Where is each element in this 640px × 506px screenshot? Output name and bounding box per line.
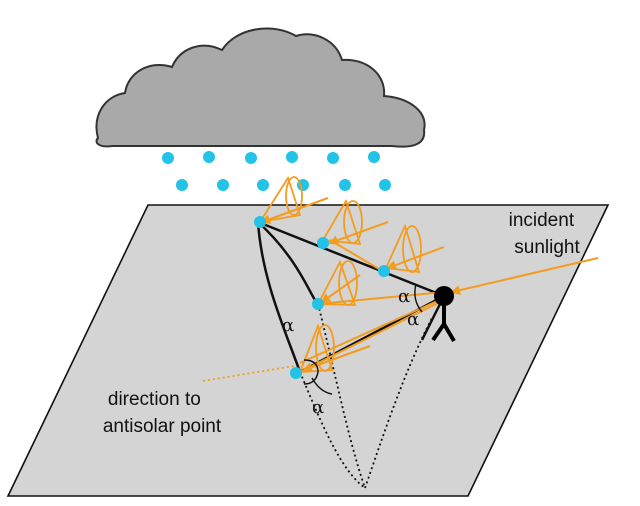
raindrop-icon xyxy=(203,151,215,163)
raindrop-icon xyxy=(379,179,391,191)
antisolar-label-line-2: antisolar point xyxy=(103,416,222,437)
ray-short xyxy=(302,345,371,372)
raindrop-icon xyxy=(290,367,302,379)
alpha-label-drop-upper: α xyxy=(282,315,294,336)
incident-sunlight-label: incident sunlight xyxy=(509,210,581,258)
raindrop-icon xyxy=(286,151,298,163)
raindrop-icon xyxy=(368,151,380,163)
cone-icon xyxy=(316,259,358,306)
raindrop-icon xyxy=(257,179,269,191)
incident-label-line-1: incident xyxy=(509,210,575,231)
light-cones xyxy=(258,175,422,373)
rainbow-arc-dotted-2 xyxy=(317,303,366,489)
raindrop-icon xyxy=(378,265,390,277)
ray-short xyxy=(328,221,389,245)
alpha-label-drop-lower: α xyxy=(312,397,324,418)
ray xyxy=(299,299,445,373)
raindrop-icon xyxy=(176,179,188,191)
cone-icon xyxy=(258,175,303,224)
incident-sunlight-arrow xyxy=(450,257,599,296)
raindrop-icon xyxy=(317,237,329,249)
raindrops xyxy=(162,151,391,191)
rainbow-drops xyxy=(254,216,390,379)
incident-label-line-2: sunlight xyxy=(514,237,580,258)
ray xyxy=(317,291,445,305)
ray-short xyxy=(386,246,445,270)
raindrop-icon xyxy=(327,152,339,164)
rainbow-arc-dotted-1 xyxy=(299,371,366,489)
antisolar-direction-line xyxy=(202,364,301,382)
raindrop-icon xyxy=(217,179,229,191)
observer-line-top xyxy=(257,220,445,298)
stick-figure-icon xyxy=(431,286,456,343)
alpha-label-observer-upper: α xyxy=(398,286,410,307)
cone-icon xyxy=(321,198,363,246)
raindrop-icon xyxy=(312,298,324,310)
rainbow-arc-front xyxy=(256,221,302,373)
cone-icon xyxy=(384,223,422,274)
antisolar-direction-label: direction to antisolar point xyxy=(103,389,222,437)
ray xyxy=(329,239,385,273)
ray-short xyxy=(260,197,329,224)
cone-icon xyxy=(298,323,335,373)
angle-arc-drop xyxy=(303,359,319,385)
angle-arc-drop-lower xyxy=(311,377,333,395)
cloud-icon xyxy=(95,27,426,148)
antisolar-label-line-1: direction to xyxy=(108,389,201,410)
raindrop-icon xyxy=(254,216,266,228)
angle-arc-observer-upper xyxy=(414,283,423,313)
alpha-label-observer-lower: α xyxy=(407,309,419,330)
raindrop-icon xyxy=(162,152,174,164)
raindrop-icon xyxy=(339,179,351,191)
raindrop-icon xyxy=(245,152,257,164)
ray-short xyxy=(320,274,361,304)
